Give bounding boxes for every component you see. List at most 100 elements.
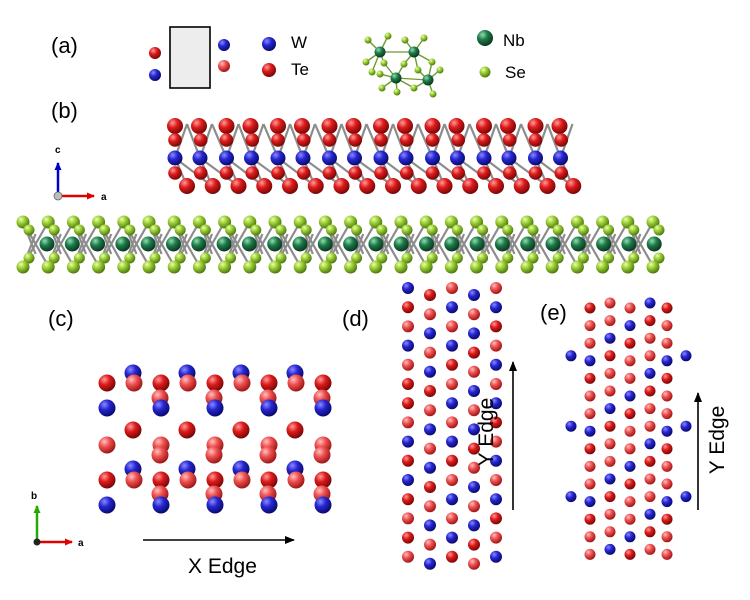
tungsten-atom (490, 454, 502, 467)
selenium-atom (250, 252, 262, 264)
niobium-atom (621, 236, 637, 252)
niobium-atom (115, 236, 131, 252)
axis-label-b: b (31, 491, 38, 502)
tellurium-atom (584, 302, 596, 314)
niobium-atom (166, 236, 181, 252)
tungsten-atom (584, 355, 596, 367)
tellurium-atom (624, 302, 636, 314)
tungsten-atom (424, 557, 436, 570)
tellurium-atom (624, 355, 636, 367)
selenium-atom (479, 66, 491, 78)
tungsten-atom (476, 150, 492, 166)
tellurium-atom (314, 471, 332, 489)
tellurium-atom (270, 118, 286, 134)
tellurium-atom (604, 526, 616, 538)
selenium-atom (577, 224, 589, 236)
tellurium-atom (296, 166, 311, 180)
tellurium-atom (477, 133, 491, 147)
tellurium-atom (644, 350, 656, 362)
tellurium-atom (402, 454, 414, 467)
tungsten-atom (501, 150, 517, 166)
tellurium-atom (436, 178, 453, 194)
selenium-atom (167, 260, 181, 274)
tungsten-atom (604, 543, 616, 555)
tellurium-atom (624, 478, 636, 490)
selenium-atom (420, 34, 428, 42)
tellurium-atom (644, 403, 656, 415)
tellurium-atom (490, 378, 502, 390)
tungsten-atom (260, 496, 278, 514)
tellurium-atom (206, 374, 224, 392)
tellurium-atom (500, 118, 516, 134)
niobium-atom (408, 46, 420, 58)
tellurium-atom (256, 178, 273, 194)
tungsten-atom (152, 399, 170, 417)
tungsten-atom (624, 390, 636, 402)
tungsten-atom (446, 435, 458, 448)
bond (380, 157, 419, 187)
tungsten-atom (424, 519, 436, 532)
axis-label-a-c-panel: a (78, 538, 84, 549)
tellurium-atom (125, 471, 143, 489)
tellurium-atom (178, 421, 196, 439)
selenium-atom (368, 68, 376, 76)
selenium-atom (628, 224, 640, 236)
bond (225, 157, 265, 187)
tungsten-atom (219, 150, 234, 166)
selenium-atom (344, 260, 358, 274)
tellurium-atom (193, 133, 208, 147)
tungsten-atom (218, 39, 230, 51)
tellurium-atom (446, 550, 458, 563)
selenium-atom (426, 252, 438, 264)
selenium-atom (124, 224, 136, 236)
tellurium-atom (348, 166, 363, 180)
tellurium-atom (513, 178, 530, 194)
tellurium-atom (604, 455, 616, 467)
tellurium-atom (168, 166, 182, 180)
tellurium-atom (661, 478, 673, 490)
axis-origin-c (33, 538, 41, 546)
tungsten-atom (553, 150, 568, 166)
tellurium-atom (584, 548, 596, 560)
tellurium-atom (490, 474, 502, 486)
tellurium-atom (179, 374, 197, 392)
selenium-atom (401, 224, 413, 236)
x-edge-label: X Edge (188, 555, 257, 578)
niobium-atom (191, 236, 207, 252)
selenium-atom (23, 252, 35, 264)
tellurium-atom (476, 118, 492, 134)
selenium-atom (451, 224, 463, 236)
tellurium-atom (468, 461, 480, 474)
tellurium-atom (333, 178, 350, 194)
tellurium-atom (271, 133, 285, 147)
tellurium-atom (424, 346, 436, 359)
tellurium-atom (424, 481, 436, 493)
tellurium-atom (321, 118, 338, 134)
tellurium-atom (446, 416, 458, 429)
tungsten-atom (402, 435, 414, 448)
tellurium-atom (149, 47, 161, 59)
selenium-atom (250, 224, 262, 236)
tungsten-atom (152, 496, 170, 514)
selenium-atom (477, 252, 489, 264)
tungsten-atom (661, 355, 673, 367)
tungsten-atom (424, 365, 436, 378)
selenium-atom (376, 224, 388, 236)
selenium-atom (527, 252, 539, 264)
tellurium-atom (624, 496, 636, 508)
selenium-atom (351, 224, 363, 236)
tellurium-atom (661, 390, 673, 402)
tellurium-atom (374, 166, 388, 180)
tungsten-atom (167, 150, 183, 166)
tellurium-atom (233, 374, 251, 392)
y-edge-label-d: Y Edge (475, 397, 498, 467)
selenium-atom (596, 260, 610, 274)
tellurium-atom (468, 538, 480, 551)
tellurium-atom (402, 397, 414, 410)
tellurium-atom (446, 358, 458, 371)
selenium-atom (174, 252, 186, 264)
selenium-atom (393, 88, 401, 96)
tellurium-atom (604, 350, 616, 362)
selenium-atom (552, 252, 564, 264)
tellurium-atom (402, 378, 414, 390)
